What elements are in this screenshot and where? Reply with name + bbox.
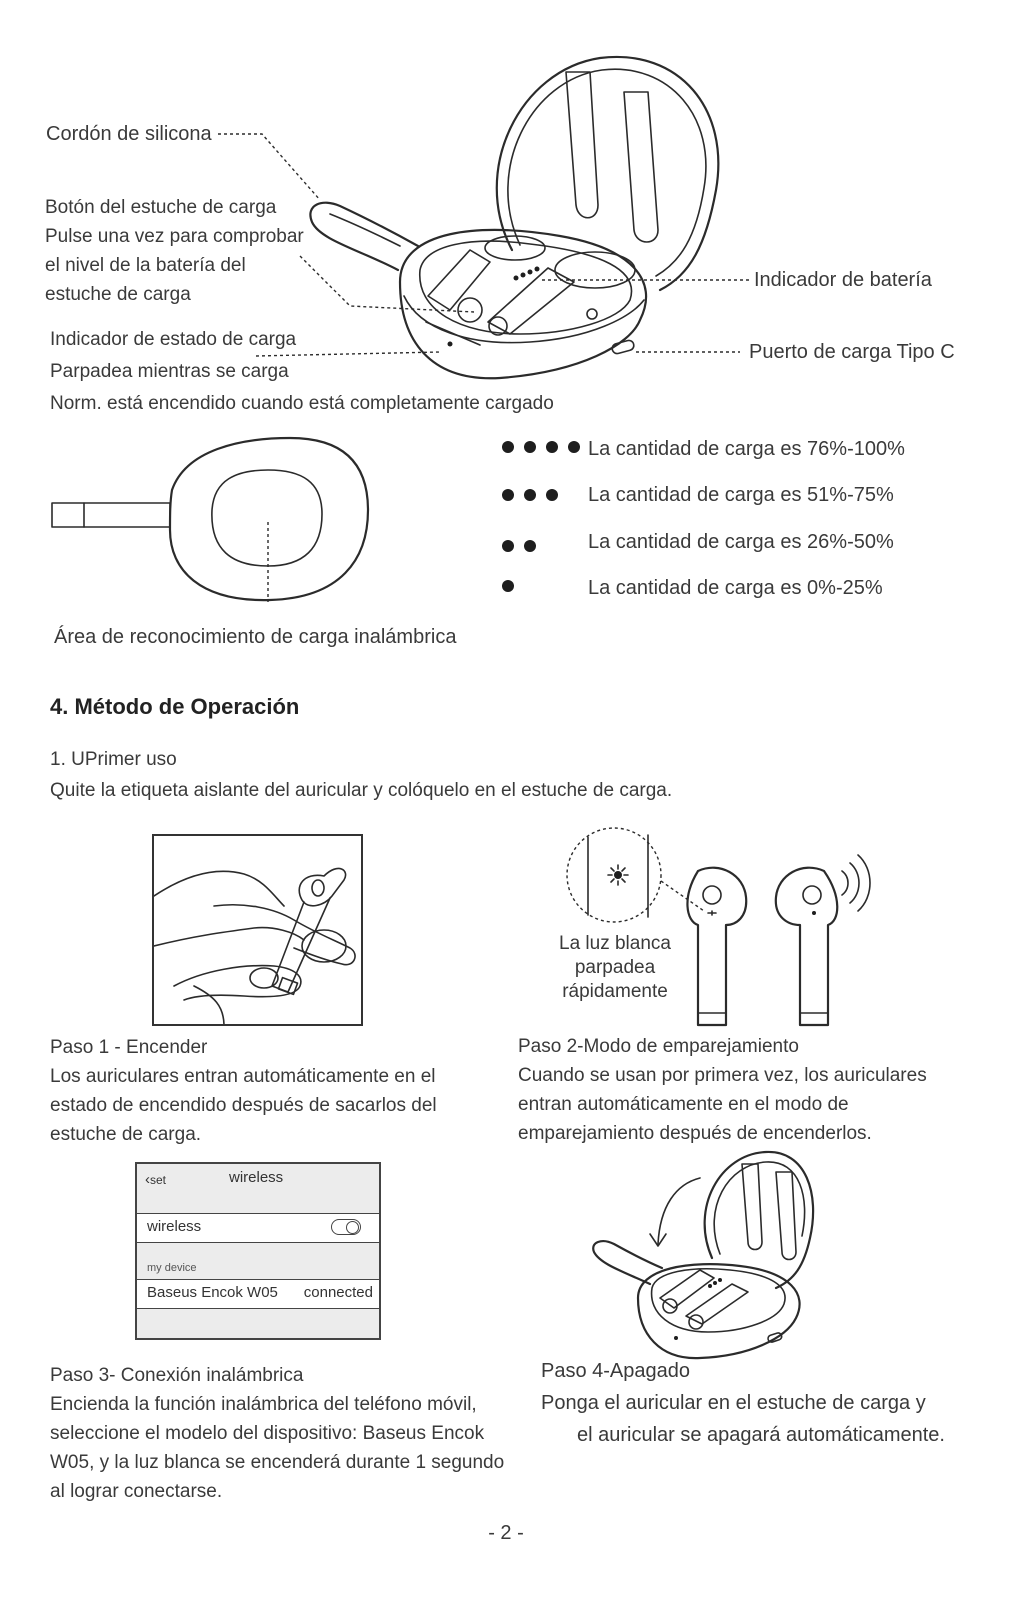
hand-holding-earbud-icon	[154, 867, 356, 1024]
signal-waves-icon	[841, 854, 871, 912]
battery-level-table: La cantidad de carga es 76%-100% La cant…	[500, 435, 980, 615]
light-caption-line: La luz blanca	[559, 933, 671, 954]
battery-indicator-label: Indicador de batería	[754, 269, 932, 291]
case-button-line: Botón del estuche de carga	[45, 197, 277, 218]
device-row[interactable]: Baseus Encok W05 connected	[137, 1279, 379, 1309]
battery-level-label: La cantidad de carga es 26%-50%	[588, 531, 894, 553]
silicone-cord-label: Cordón de silicona	[46, 123, 212, 145]
step3-line: seleccione el modelo del dispositivo: Ba…	[50, 1423, 485, 1444]
step2-earbuds-illustration	[566, 827, 871, 1027]
phone-settings-mock: ‹set wireless wireless my device Baseus …	[135, 1162, 381, 1340]
step4-case-illustration	[592, 1150, 815, 1360]
step4-title: Paso 4-Apagado	[541, 1360, 691, 1382]
case-bottom-view-illustration	[51, 436, 370, 602]
charge-status-label: Indicador de estado de carga Parpadea mi…	[50, 324, 554, 420]
wireless-area-label: Área de reconocimiento de carga inalámbr…	[54, 626, 457, 648]
first-use-title: 1. UPrimer uso	[50, 749, 177, 770]
step2-title: Paso 2-Modo de emparejamiento	[518, 1036, 799, 1057]
step1-hand-illustration	[152, 834, 363, 1026]
section-title: 4. Método de Operación	[50, 694, 300, 719]
step3-title: Paso 3- Conexión inalámbrica	[50, 1365, 304, 1386]
step3-block: Paso 3- Conexión inalámbrica Encienda la…	[50, 1361, 504, 1506]
step3-line: Encienda la función inalámbrica del telé…	[50, 1394, 477, 1415]
back-link[interactable]: ‹set	[145, 1171, 166, 1188]
step4-line: el auricular se apagará automáticamente.	[577, 1424, 945, 1446]
wireless-toggle[interactable]	[331, 1219, 361, 1235]
page-number: - 2 -	[488, 1522, 524, 1544]
sun-icon	[607, 864, 629, 886]
four-dots-icon	[502, 441, 580, 453]
one-dot-icon	[502, 580, 514, 592]
charge-status-line: Parpadea mientras se carga	[50, 361, 289, 382]
step2-light-caption: La luz blanca parpadea rápidamente	[540, 932, 690, 1004]
first-use-text: Quite la etiqueta aislante del auricular…	[50, 780, 673, 801]
charge-status-line: Indicador de estado de carga	[50, 329, 297, 350]
step2-line: Cuando se usan por primera vez, los auri…	[518, 1065, 927, 1086]
step1-line: estado de encendido después de sacarlos …	[50, 1095, 437, 1116]
step1-title: Paso 1 - Encender	[50, 1037, 208, 1058]
light-caption-line: rápidamente	[562, 981, 668, 1002]
back-label: set	[150, 1173, 167, 1187]
device-status: connected	[303, 1284, 373, 1301]
toggle-knob	[346, 1221, 359, 1234]
step3-line: al lograr conectarse.	[50, 1481, 223, 1502]
phone-header-title: wireless	[229, 1169, 284, 1186]
step1-line: estuche de carga.	[50, 1124, 202, 1145]
three-dots-icon	[502, 489, 558, 501]
wireless-row-label: wireless	[147, 1218, 202, 1235]
charging-case-illustration	[218, 55, 752, 380]
chevron-left-icon: ‹	[145, 1171, 150, 1188]
step4-block: Paso 4-Apagado Ponga el auricular en el …	[541, 1355, 945, 1451]
step1-block: Paso 1 - Encender Los auriculares entran…	[50, 1033, 437, 1149]
case-button-line: el nivel de la batería del	[45, 255, 246, 276]
two-dots-icon	[502, 540, 536, 552]
light-caption-line: parpadea	[574, 957, 656, 978]
step4-line: Ponga el auricular en el estuche de carg…	[541, 1392, 926, 1414]
battery-level-label: La cantidad de carga es 51%-75%	[588, 484, 894, 506]
battery-level-label: La cantidad de carga es 76%-100%	[588, 438, 905, 460]
type-c-port-label: Puerto de carga Tipo C	[749, 341, 955, 363]
step3-line: W05, y la luz blanca se encenderá durant…	[50, 1452, 505, 1473]
my-device-label: my device	[147, 1262, 197, 1274]
case-button-label: Botón del estuche de carga Pulse una vez…	[45, 193, 304, 309]
battery-level-label: La cantidad de carga es 0%-25%	[588, 577, 883, 599]
step2-block: Paso 2-Modo de emparejamiento Cuando se …	[518, 1032, 927, 1148]
step1-line: Los auriculares entran automáticamente e…	[50, 1066, 436, 1087]
step2-line: emparejamiento después de encenderlos.	[518, 1123, 872, 1144]
device-name: Baseus Encok W05	[147, 1284, 278, 1301]
charge-status-line: Norm. está encendido cuando está complet…	[50, 393, 554, 414]
step2-line: entran automáticamente en el modo de	[518, 1094, 849, 1115]
wireless-toggle-row[interactable]: wireless	[137, 1213, 379, 1243]
case-button-line: estuche de carga	[45, 284, 191, 305]
case-button-line: Pulse una vez para comprobar	[45, 226, 304, 247]
